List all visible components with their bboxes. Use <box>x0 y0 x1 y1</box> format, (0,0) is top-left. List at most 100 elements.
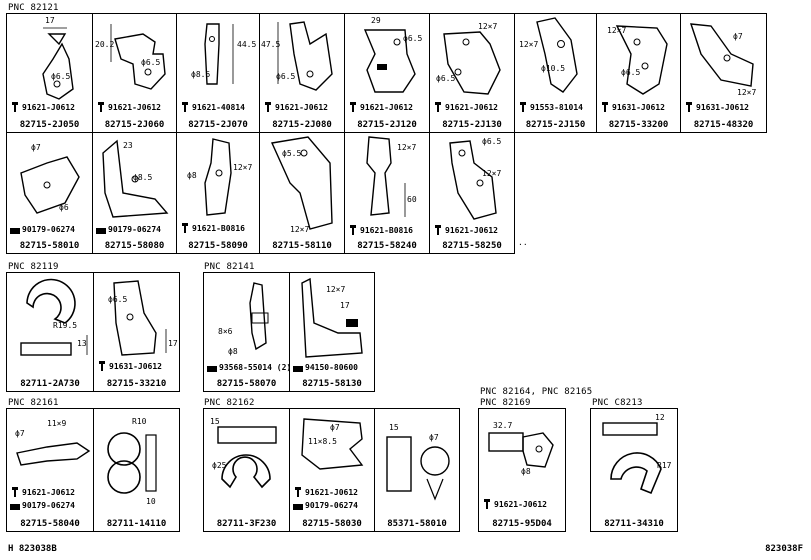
pnc-label-c8213: PNC C8213 <box>592 398 643 408</box>
clamp-drawing <box>107 432 157 494</box>
part-cell-82715-2J080[interactable]: 47.5 ϕ6.5 91621-J0612 82715-2J080 <box>259 13 345 133</box>
part-cell-82715-95D04[interactable]: 32.7 ϕ8 91621-J0612 82715-95D04 <box>478 408 566 532</box>
bolt-callout: 91553-81014 <box>518 102 583 112</box>
dimension-label: ϕ7 <box>733 32 743 41</box>
dimension-label: 12×7 <box>478 22 498 31</box>
dimension-label: 17 <box>45 16 55 25</box>
part-cell-82715-48320[interactable]: ϕ7 12×7 91631-J0612 82715-48320 <box>680 13 767 133</box>
bolt-part-number: 91631-J0612 <box>109 361 162 371</box>
nut-icon <box>293 365 303 372</box>
dimension-label: 32.7 <box>493 421 513 430</box>
dimension-label: 11×9 <box>47 419 67 428</box>
bolt-callout: 91621-J0612 <box>263 102 328 112</box>
part-cell-82715-2J070[interactable]: 44.5 ϕ8.5 91621-40814 82715-2J070 <box>176 13 260 133</box>
bracket-drawing <box>42 27 74 100</box>
part-cell-85371-58010[interactable]: 15 ϕ7 85371-58010 <box>374 408 460 532</box>
part-cell-82711-2A730[interactable]: R19.5 13 82711-2A730 <box>6 272 94 392</box>
dimension-label: 17 <box>340 301 350 310</box>
dimension-label: ϕ8.5 <box>133 173 153 182</box>
part-cell-82715-58130[interactable]: 12×7 17 94150-80600 82715-58130 <box>289 272 375 392</box>
pnc-label-82119: PNC 82119 <box>8 262 59 272</box>
nut-icon <box>207 365 217 372</box>
bracket-drawing <box>16 442 91 466</box>
part-number: 82715-58240 <box>357 241 417 251</box>
nut-icon <box>10 227 20 234</box>
bracket-drawing <box>301 277 363 358</box>
bolt-icon <box>182 102 188 112</box>
part-number: 82711-3F230 <box>216 519 277 529</box>
part-number: 82711-14110 <box>106 519 167 529</box>
part-cell-82715-58070[interactable]: 8×6 ϕ8 93568-55014 (2) 82715-58070 <box>203 272 291 392</box>
part-cell-82711-14110[interactable]: R10 10 82711-14110 <box>93 408 180 532</box>
bolt-callout: 90179-06274 <box>96 225 161 234</box>
part-number: 82715-95D04 <box>492 519 552 529</box>
part-cell-82715-58090[interactable]: ϕ8 12×7 91621-B0816 82715-58090 <box>176 132 260 254</box>
dimension-label: ϕ8 <box>521 467 531 476</box>
dimension-label: 8×6 <box>218 327 233 336</box>
dimension-label: 29 <box>371 16 381 25</box>
dimension-label: ϕ8.5 <box>191 70 211 79</box>
part-number: 82715-58070 <box>216 379 277 389</box>
bolt-callout: 91621-B0816 <box>348 225 413 235</box>
part-cell-82715-58240[interactable]: 12×7 60 91621-B0816 82715-58240 <box>344 132 430 254</box>
pnc-label-82164: PNC 82164, PNC 82165 <box>480 387 593 397</box>
part-cell-82715-2J150[interactable]: 12×7 ϕ10.5 91553-81014 82715-2J150 <box>514 13 597 133</box>
dimension-label: 12×7 <box>519 40 539 49</box>
clamp-drawing <box>217 426 277 489</box>
drawing-id-right: 823038F <box>765 544 803 554</box>
part-number: 82715-2J070 <box>188 120 248 130</box>
part-cell-82715-58110[interactable]: ϕ5.5 12×7 82715-58110 <box>259 132 345 254</box>
bolt-callout: 94150-80600 <box>293 363 358 372</box>
bolt-part-number: 90179-06274 <box>22 225 75 234</box>
bolt-part-number: 91621-40814 <box>192 102 245 112</box>
part-number: 82715-2J060 <box>104 120 165 130</box>
bracket-drawing <box>270 136 333 230</box>
bracket-drawing <box>363 29 416 93</box>
part-cell-82715-33200[interactable]: 12×7 ϕ6.5 91631-J0612 82715-33200 <box>596 13 681 133</box>
dimension-label: ϕ10.5 <box>541 64 566 73</box>
bolt-part-number: 90179-06274 <box>108 225 161 234</box>
part-cell-82715-2J130[interactable]: 12×7 ϕ6.5 91621-J0612 82715-2J130 <box>429 13 515 133</box>
bolt-callout: 91621-B0816 <box>180 223 245 233</box>
bolt-part-number: 91621-B0816 <box>360 225 413 235</box>
dimension-label: ϕ6.5 <box>108 295 128 304</box>
dimension-label: 12×7 <box>607 26 627 35</box>
part-cell-82711-3F230[interactable]: 15 ϕ25 82711-3F230 <box>203 408 290 532</box>
bolt-callout: 91621-J0612 <box>96 102 161 112</box>
stray-mark: .. <box>518 238 528 247</box>
bolt-part-number: 91621-J0612 <box>494 499 547 509</box>
part-number: 82711-34310 <box>604 519 664 529</box>
part-number: 82715-33210 <box>106 379 167 389</box>
part-cell-82715-58030[interactable]: ϕ7 11×8.5 91621-J0612 90179-06274 82715-… <box>289 408 375 532</box>
part-number: 82715-2J120 <box>357 120 417 130</box>
clamp-drawing <box>602 422 662 495</box>
bolt-part-number: 91621-J0612 <box>445 225 498 235</box>
part-cell-82711-34310[interactable]: 12 R17 82711-34310 <box>590 408 678 532</box>
dimension-label: 12×7 <box>397 143 417 152</box>
clip-drawing <box>386 436 450 501</box>
part-cell-82715-33210[interactable]: ϕ6.5 17 91631-J0612 82715-33210 <box>93 272 180 392</box>
dimension-label: R19.5 <box>53 321 78 330</box>
dimension-label: 60 <box>407 195 417 204</box>
bolt-icon <box>686 102 692 112</box>
part-cell-82715-58250[interactable]: ϕ6.5 12×7 91621-J0612 82715-58250 <box>429 132 515 254</box>
bracket-drawing <box>110 24 166 90</box>
pnc-label-82121: PNC 82121 <box>8 3 59 13</box>
part-cell-82715-2J050[interactable]: 17 ϕ6.5 91621-J0612 82715-2J050 <box>6 13 93 133</box>
bolt-part-number: 91621-J0612 <box>22 102 75 112</box>
dimension-label: 12×7 <box>326 285 346 294</box>
bracket-drawing <box>113 280 167 356</box>
part-cell-82715-58040[interactable]: ϕ7 11×9 91621-J0612 90179-06274 82715-58… <box>6 408 94 532</box>
dimension-label: 12×7 <box>290 225 310 234</box>
dimension-label: ϕ7 <box>15 429 25 438</box>
part-number: 82715-58250 <box>442 241 502 251</box>
dimension-label: ϕ8 <box>187 171 197 180</box>
part-cell-82715-2J060[interactable]: 20.2 ϕ6.5 91621-J0612 82715-2J060 <box>92 13 177 133</box>
part-number: 82711-2A730 <box>20 379 80 389</box>
bolt-callout: 91631-J0612 <box>97 361 162 371</box>
part-cell-82715-58010[interactable]: ϕ7 ϕ6 90179-06274 82715-58010 <box>6 132 93 254</box>
part-cell-82715-58080[interactable]: 23 ϕ8.5 90179-06274 82715-58080 <box>92 132 177 254</box>
part-cell-82715-2J120[interactable]: 29 ϕ6.5 91621-J0612 82715-2J120 <box>344 13 430 133</box>
bolt-part-number: 91553-81014 <box>530 102 583 112</box>
part-number: 85371-58010 <box>387 519 447 529</box>
